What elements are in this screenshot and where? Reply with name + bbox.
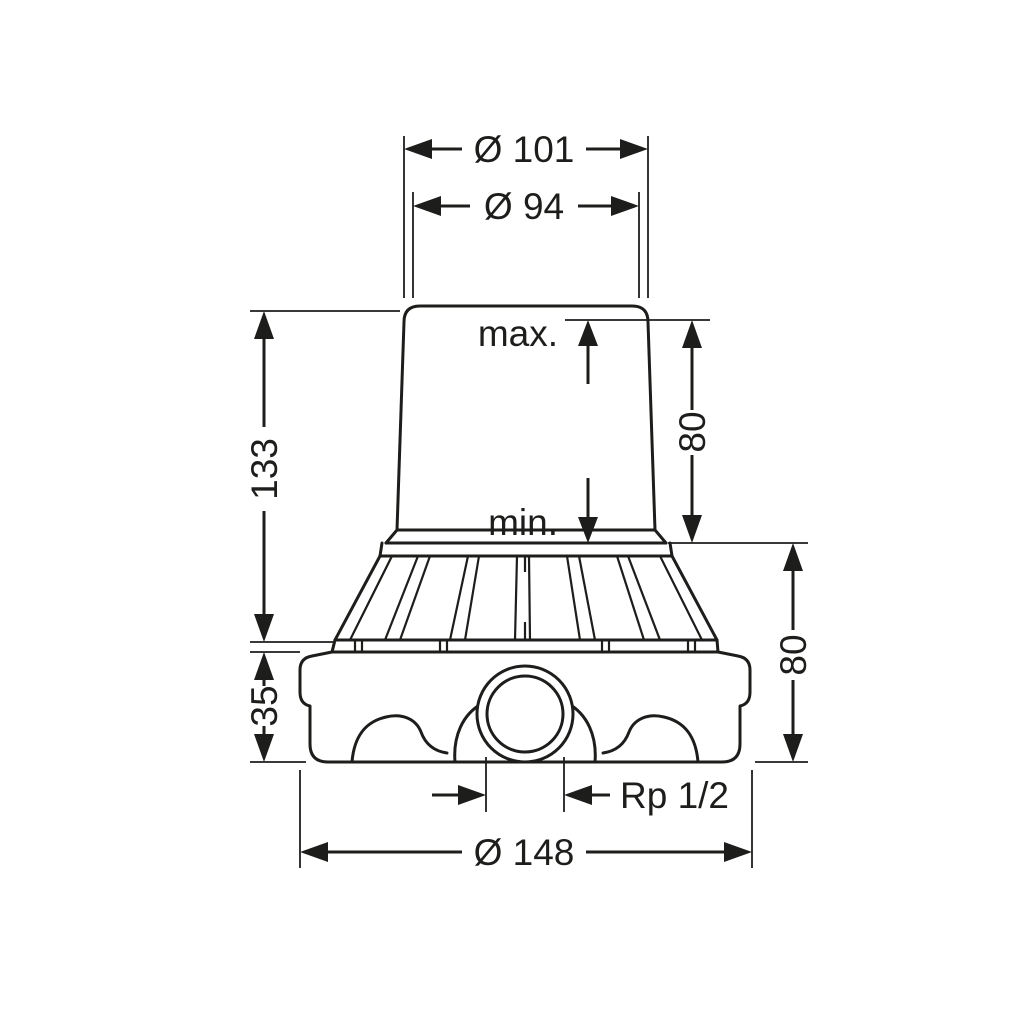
pipe-connection-inner-circle xyxy=(485,674,565,754)
label-min: min. xyxy=(488,502,558,543)
dim-label-height-133: 133 xyxy=(244,438,285,500)
arrowhead xyxy=(254,614,274,642)
arrowhead xyxy=(682,320,702,348)
arrowhead xyxy=(611,196,639,216)
feet-ticks xyxy=(353,640,697,652)
arrowhead xyxy=(254,652,274,680)
dim-label-thread-rp12: Rp 1/2 xyxy=(620,775,729,816)
arrowhead xyxy=(254,734,274,762)
dim-label-dia-94: Ø 94 xyxy=(484,186,564,227)
dimension-labels: Ø 101 Ø 94 max. min. 80 133 35 80 Rp 1/2… xyxy=(244,129,814,873)
dimension-lines xyxy=(262,147,795,854)
arrowhead xyxy=(413,196,441,216)
dim-label-dia-148: Ø 148 xyxy=(474,832,575,873)
arrowhead xyxy=(783,543,803,571)
extension-lines xyxy=(250,136,808,868)
product-outline xyxy=(298,304,752,764)
arrowhead xyxy=(578,320,598,346)
cup-outline xyxy=(395,304,657,532)
dim-label-depth-80: 80 xyxy=(773,634,814,675)
arrowhead xyxy=(300,842,328,862)
arrowhead xyxy=(578,517,598,543)
label-max: max. xyxy=(478,313,558,354)
arrowhead xyxy=(783,734,803,762)
arrowhead xyxy=(404,139,432,159)
arrowhead xyxy=(724,842,752,862)
arrowhead xyxy=(458,785,486,805)
dim-label-dia-101: Ø 101 xyxy=(474,129,575,170)
arrowhead xyxy=(620,139,648,159)
skirt-ribs xyxy=(349,555,703,641)
arrowheads xyxy=(254,139,803,862)
dim-label-travel-80: 80 xyxy=(672,411,713,452)
arrowhead xyxy=(564,785,592,805)
arrowhead xyxy=(254,311,274,339)
arrowhead xyxy=(682,515,702,543)
dim-label-base-35: 35 xyxy=(244,685,285,726)
